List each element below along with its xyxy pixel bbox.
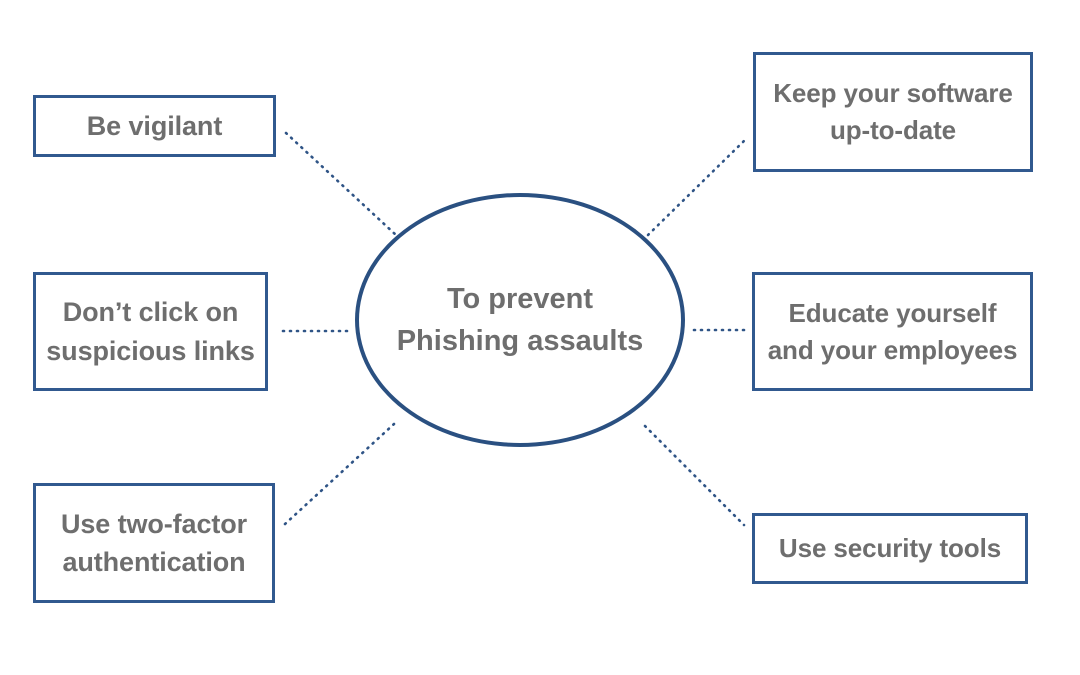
connector-be-vigilant <box>284 131 398 237</box>
connector-keep-updated <box>646 138 747 237</box>
node-label-security-tools: Use security tools <box>778 533 1002 564</box>
connector-two-factor <box>283 422 396 526</box>
node-be-vigilant[interactable]: Be vigilant <box>33 95 276 157</box>
node-label-be-vigilant: Be vigilant <box>86 110 223 141</box>
node-use-security-tools[interactable]: Use security tools <box>752 513 1028 584</box>
node-label-two-factor: Use two-factor authentication <box>60 508 248 577</box>
node-use-two-factor-authentication[interactable]: Use two-factor authentication <box>33 483 275 603</box>
node-label-keep-updated: Keep your software up-to-date <box>773 78 1013 145</box>
connector-security-tools <box>643 424 746 527</box>
hub-label: To prevent Phishing assaults <box>396 282 644 357</box>
node-educate-yourself-and-employees[interactable]: Educate yourself and your employees <box>752 272 1033 391</box>
central-hub-ellipse[interactable]: To prevent Phishing assaults <box>355 193 685 447</box>
node-label-educate: Educate yourself and your employees <box>767 297 1018 365</box>
node-label-dont-click: Don’t click on suspicious links <box>46 297 255 366</box>
node-keep-software-up-to-date[interactable]: Keep your software up-to-date <box>753 52 1033 172</box>
node-dont-click-suspicious-links[interactable]: Don’t click on suspicious links <box>33 272 268 391</box>
